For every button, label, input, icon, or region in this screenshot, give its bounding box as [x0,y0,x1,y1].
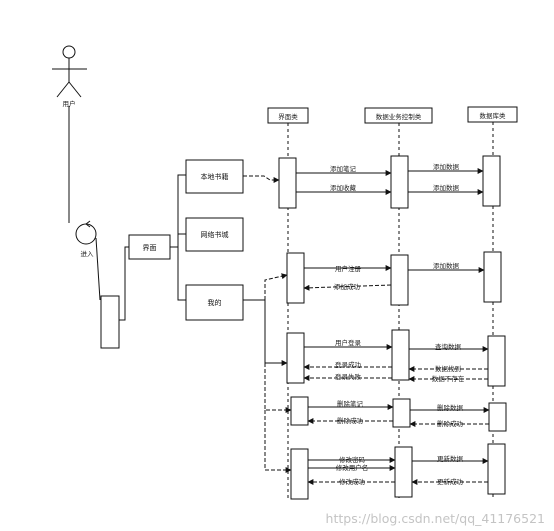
branch-mine [177,247,186,301]
msg-user-register-label: 用户注册 [335,264,362,273]
mine-to-register-arrow [264,273,288,300]
control-activation-5 [394,446,413,498]
ui-activation-1 [278,157,297,209]
control-activation-2 [390,254,409,306]
network-books-node [185,217,244,252]
enter-to-box-line [95,237,101,301]
db-activation-4 [488,402,507,432]
left-activation-box [100,295,120,349]
ui-class-label: 界面类 [278,112,298,121]
enter-label: 进入 [81,250,95,258]
mine-label: 我的 [208,298,222,307]
msg-delete-success-2-label: 删除成功 [437,419,464,428]
local-books-to-ui-arrow [243,175,280,183]
box-to-interface-line [119,246,129,321]
msg-update-success-label: 更新成功 [437,477,464,486]
msg-modify-password-label: 修改密码 [339,455,366,464]
mine-node [185,284,244,321]
control-activation-4 [392,398,411,428]
db-activation-3 [487,335,506,387]
control-activation-3 [391,329,410,381]
enter-control-icon [75,220,97,245]
ui-activation-2 [286,252,305,304]
watermark: https://blog.csdn.net/qq_41176521 [326,511,545,526]
msg-add-success-label: 添加成功 [334,282,361,291]
msg-query-data-label: 查询数据 [435,342,462,351]
control-activation-1 [390,155,409,209]
msg-delete-note-label: 删除笔记 [337,399,364,408]
business-control-class-label: 数据业务控制类 [376,112,422,121]
msg-data-not-exist-label: 数据不存在 [432,374,465,383]
ui-activation-3 [286,332,305,384]
interface-node-label: 界面 [143,244,157,252]
actor-label: 用户 [63,99,76,108]
db-activation-1 [482,155,501,207]
db-activation-5 [487,443,506,495]
msg-login-fail-label: 登录失败 [335,372,362,381]
user-actor-icon [52,45,87,98]
ui-activation-4 [290,396,309,426]
msg-add-note-label: 添加笔记 [330,164,357,173]
db-activation-2 [483,251,502,303]
msg-add-favorite-label: 添加收藏 [330,183,357,192]
msg-delete-success-1-label: 删除成功 [337,416,364,425]
local-books-node [185,159,244,194]
mine-to-delete-arrow [264,363,292,413]
msg-modify-success-label: 修改成功 [339,477,366,486]
msg-add-data-3-label: 添加数据 [433,261,460,270]
ui-activation-5 [290,448,309,500]
msg-login-success-label: 登录成功 [335,360,362,369]
msg-modify-username-label: 修改用户名 [336,463,369,472]
msg-add-success [303,284,392,291]
database-class-label: 数据库类 [480,111,507,120]
msg-user-login-label: 用户登录 [335,338,362,347]
interface-node [128,234,171,260]
msg-delete-data-label: 删除数据 [437,403,464,412]
msg-add-data-1-label: 添加数据 [433,162,460,171]
network-books-label: 网络书城 [201,230,229,239]
mine-to-modify-arrow [264,410,292,473]
branch-local-books [170,174,186,248]
local-books-label: 本地书籍 [201,172,229,181]
msg-add-data-2-label: 添加数据 [433,183,460,192]
mine-to-login-arrow [243,299,288,366]
msg-data-found-label: 数据找到 [435,364,461,373]
msg-update-data-label: 更新数据 [437,454,464,463]
